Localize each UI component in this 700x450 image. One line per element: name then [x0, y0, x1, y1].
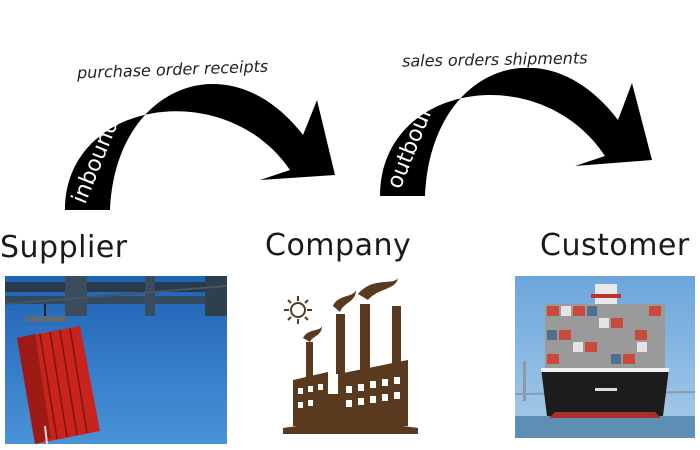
supplier-label: Supplier [0, 230, 128, 265]
outbound-arrow: outbound [380, 68, 652, 196]
factory-icon [278, 276, 423, 436]
company-label: Company [265, 228, 412, 263]
crane-container-photo [5, 276, 227, 444]
inbound-caption: purchase order receipts [76, 56, 269, 83]
inbound-arrow: inbound [65, 84, 335, 210]
customer-label: Customer [540, 228, 690, 263]
container-ship-photo [515, 276, 695, 438]
